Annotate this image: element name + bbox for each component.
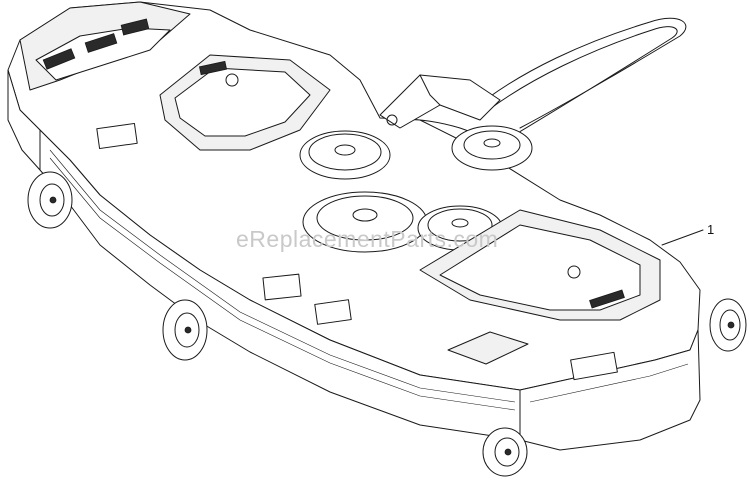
center-blade-cover [159, 54, 331, 151]
callout-number: 1 [707, 222, 715, 237]
caster-wheel-rear-right [709, 298, 747, 352]
caster-wheel-rear-left [27, 171, 73, 229]
watermark-text: eReplacementParts.com [236, 226, 499, 252]
left-discharge-cover [19, 1, 191, 91]
caster-wheel-front-right [482, 427, 528, 477]
warning-decal [96, 122, 618, 381]
left-pulley [302, 191, 428, 253]
idler-pulley [451, 125, 533, 171]
right-blade-cover [419, 209, 661, 321]
idler-arm [379, 74, 501, 129]
caster-wheel-front-left [162, 299, 208, 361]
center-pulley [299, 130, 391, 180]
callout-leader-line [661, 229, 704, 246]
